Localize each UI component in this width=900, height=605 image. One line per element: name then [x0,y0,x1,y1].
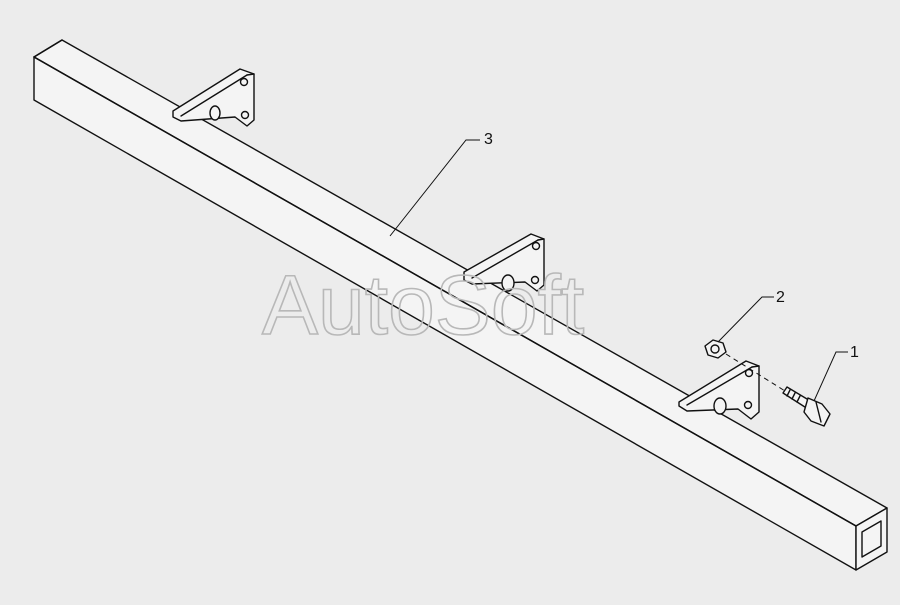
callout-1: 1 [850,344,859,361]
leader-line-3 [389,139,480,237]
mounting-bracket-right [678,360,760,420]
square-tube [33,39,888,571]
assembly-axis [725,353,786,392]
watermark: AutoSoft [262,258,584,352]
hex-nut [704,339,727,359]
hex-bolt [782,386,831,427]
callout-2: 2 [776,289,785,306]
leader-line-2 [717,296,774,343]
mounting-bracket-left [172,68,255,127]
mounting-bracket-middle [463,233,545,292]
callout-3: 3 [484,131,493,148]
leader-line-1 [813,351,848,402]
